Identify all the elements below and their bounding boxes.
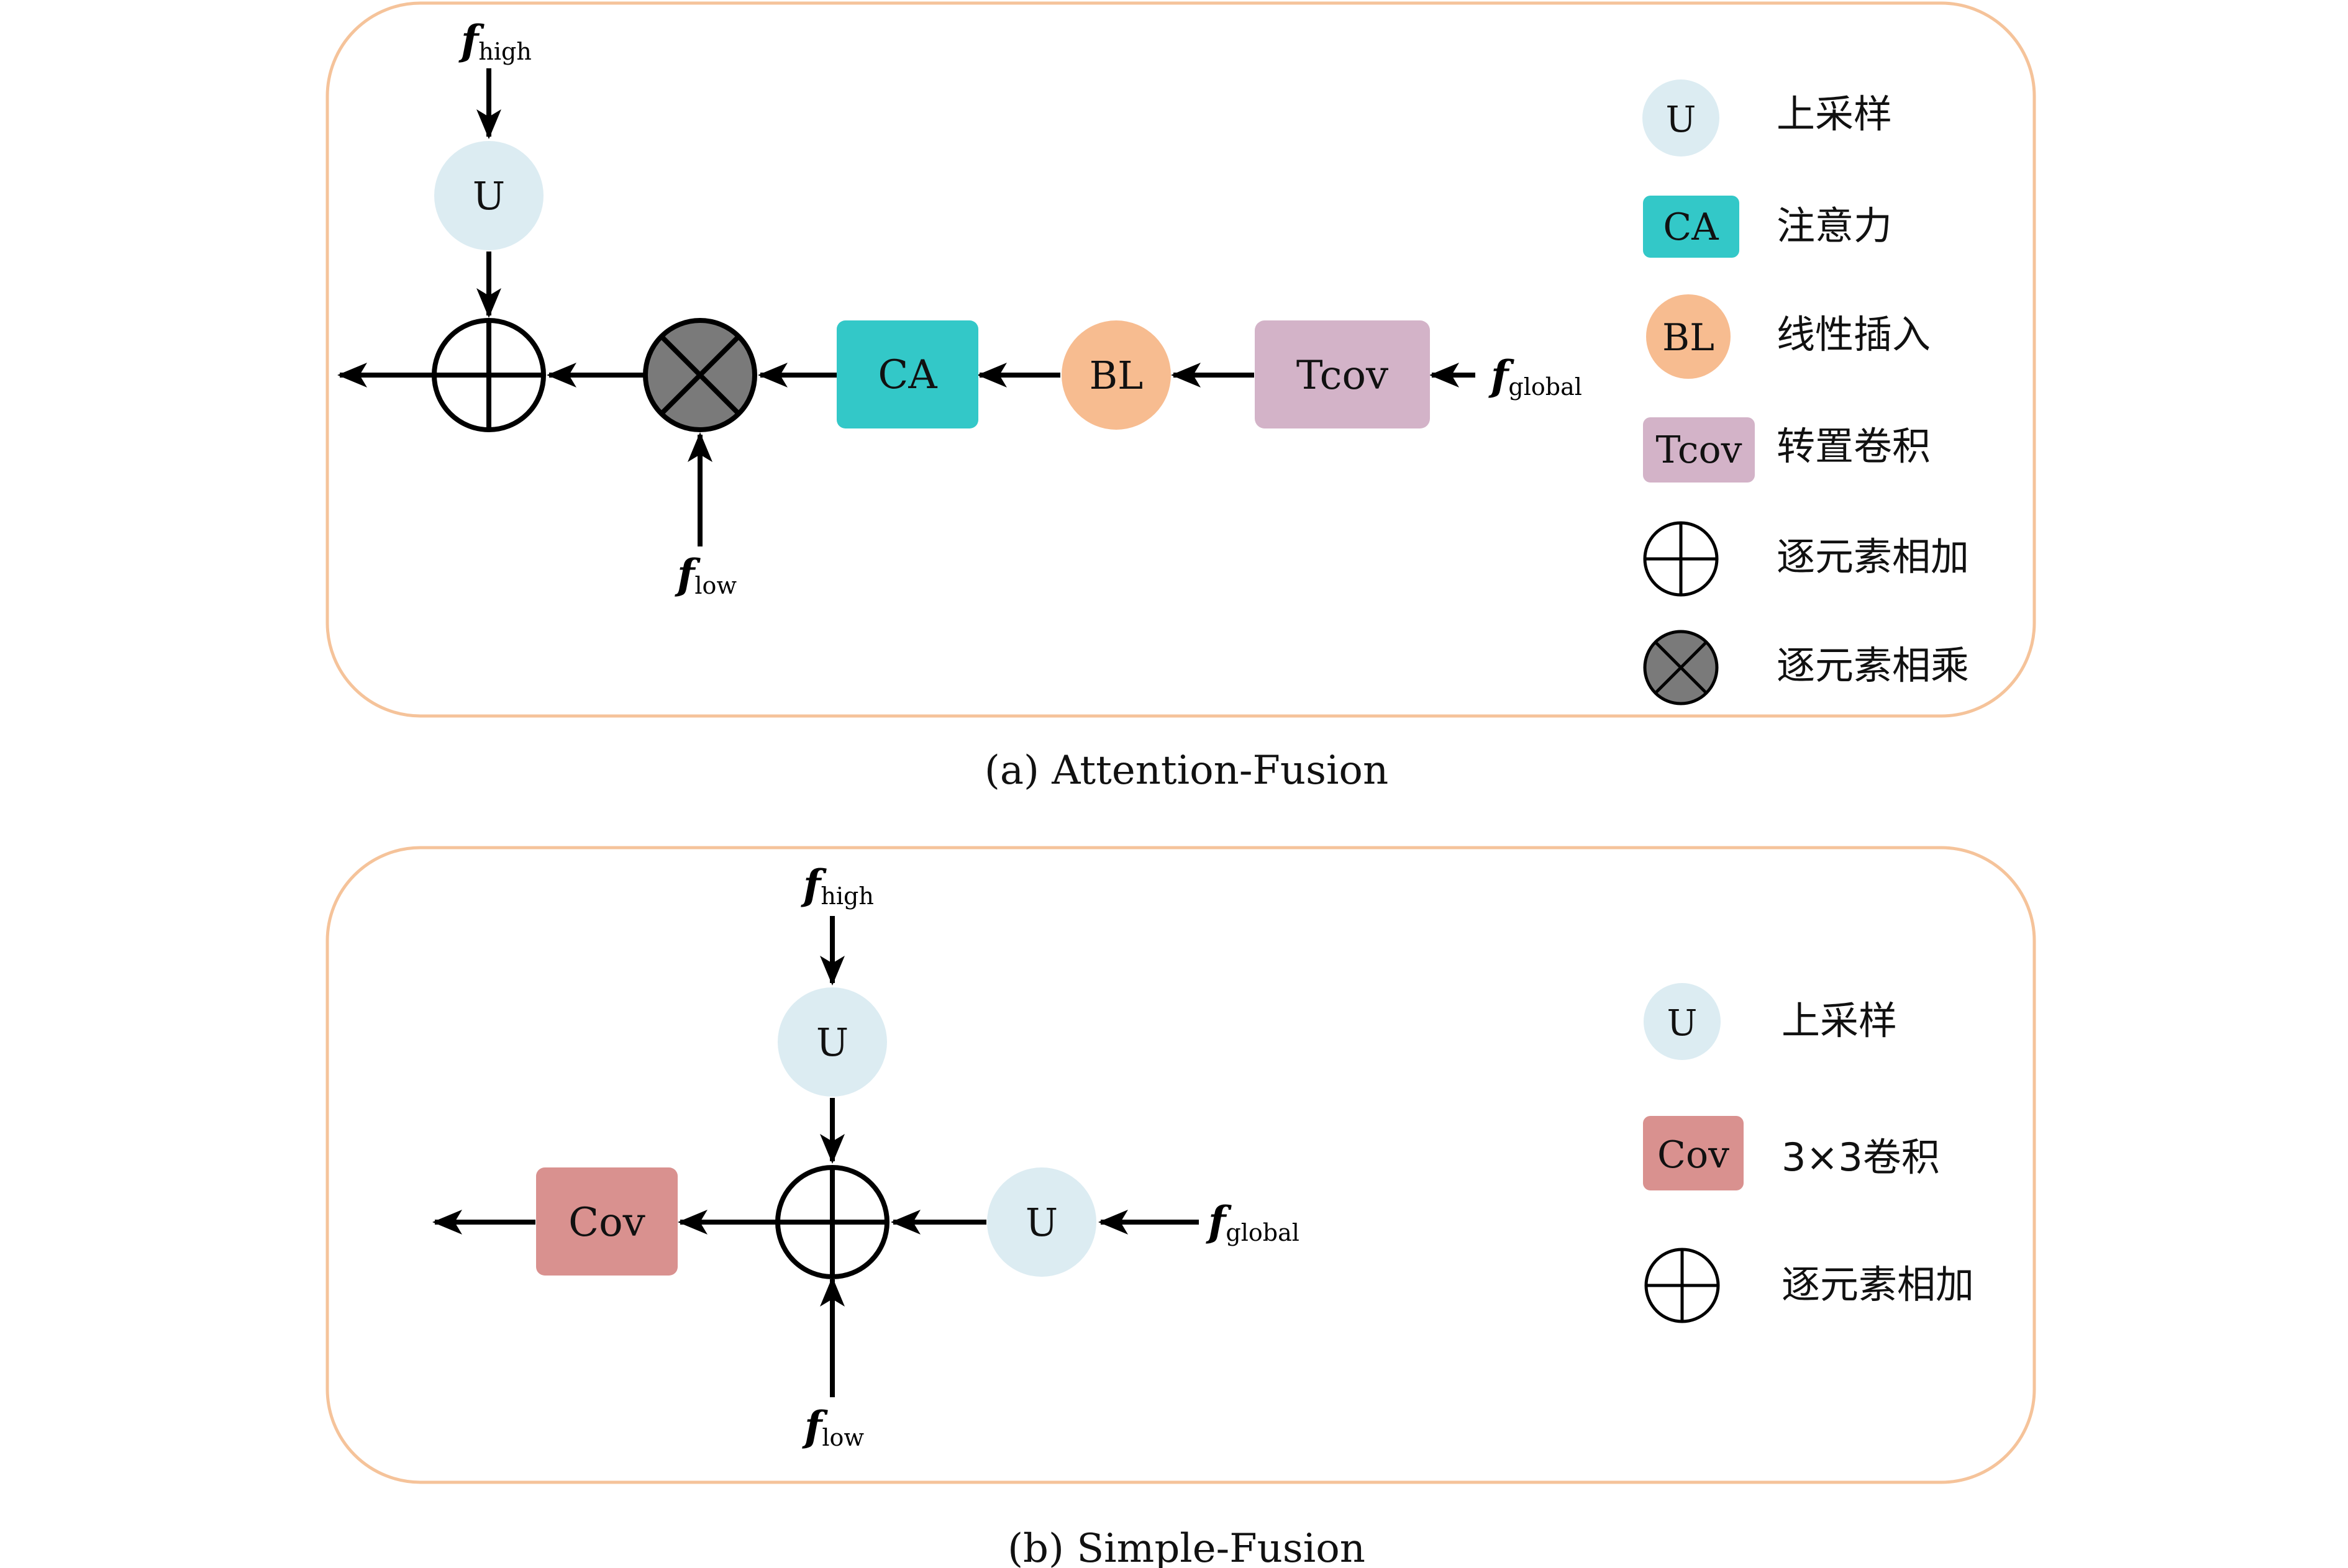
circle-times-icon [1643,630,1719,705]
circle-plus-icon [1644,1248,1720,1323]
svg-text:U: U [1026,1200,1058,1245]
circle-plus-icon [1643,521,1719,597]
legend-a-upsample: U 上采样 [1642,79,1892,156]
add-node-b [775,1165,890,1279]
caption-b: (b) Simple-Fusion [1008,1526,1365,1568]
svg-text:转置卷积: 转置卷积 [1777,424,1931,469]
legend-a-multiply: 逐元素相乘 [1643,630,1969,705]
svg-text:Tcov: Tcov [1656,428,1742,472]
input-global-label: fglobal [1488,351,1582,401]
svg-text:U: U [816,1020,849,1065]
bilinear-label: BL [1090,353,1144,398]
svg-text:注意力: 注意力 [1777,203,1892,248]
panel-b-arrows [432,916,1199,1397]
legend-b-add: 逐元素相加 [1644,1248,1974,1323]
legend-a-attention: CA 注意力 [1643,196,1892,258]
panel-b-legend: U 上采样 Cov 3×3卷积 逐元素相加 [1643,983,1974,1323]
legend-a-add: 逐元素相加 [1643,521,1969,597]
svg-text:逐元素相加: 逐元素相加 [1777,534,1969,579]
transposed-conv-node: Tcov [1255,320,1430,428]
upsample-right-node: U [987,1167,1096,1277]
svg-text:Cov: Cov [568,1200,645,1246]
caption-a: (a) Attention-Fusion [985,748,1388,794]
svg-text:3×3卷积: 3×3卷积 [1781,1135,1940,1180]
attention-label: CA [878,352,937,398]
input-low-label: flow [675,550,737,599]
legend-b-conv: Cov 3×3卷积 [1643,1116,1940,1190]
upsample-top-node: U [778,987,887,1097]
svg-text:上采样: 上采样 [1777,91,1892,137]
svg-text:U: U [1666,98,1696,140]
panel-a-legend: U 上采样 CA 注意力 BL 线性插入 Tcov 转置卷积 [1642,79,1969,705]
svg-text:上采样: 上采样 [1781,998,1897,1043]
legend-b-upsample: U 上采样 [1644,983,1897,1060]
input-b-global-label: fglobal [1206,1197,1299,1246]
attention-node: CA [837,320,978,428]
add-node [432,318,546,432]
multiply-node [643,318,757,432]
svg-text:逐元素相加: 逐元素相加 [1781,1262,1974,1307]
panel-a-border [325,1,2036,718]
svg-text:U: U [1667,1002,1698,1044]
legend-a-bilinear: BL 线性插入 [1646,294,1931,379]
input-b-high-label: fhigh [801,861,874,910]
panel-attention-fusion: U CA BL Tcov fhigh fglobal [325,1,2036,794]
svg-text:逐元素相乘: 逐元素相乘 [1777,643,1969,688]
input-b-low-label: flow [802,1402,864,1451]
panel-a-arrows [337,68,1475,546]
legend-a-transposed-conv: Tcov 转置卷积 [1643,417,1931,483]
panel-simple-fusion: U U Cov fhigh fglobal flow U [325,846,2036,1568]
conv-node: Cov [536,1167,678,1276]
upsample-label: U [473,173,505,219]
upsample-node: U [434,141,544,250]
input-high-label: fhigh [458,16,532,65]
svg-text:Cov: Cov [1657,1133,1729,1177]
transposed-conv-label: Tcov [1296,353,1388,399]
panel-b-border [325,846,2036,1484]
svg-text:BL: BL [1662,316,1714,360]
svg-text:CA: CA [1663,206,1719,249]
svg-text:线性插入: 线性插入 [1777,312,1931,357]
bilinear-node: BL [1062,320,1171,430]
